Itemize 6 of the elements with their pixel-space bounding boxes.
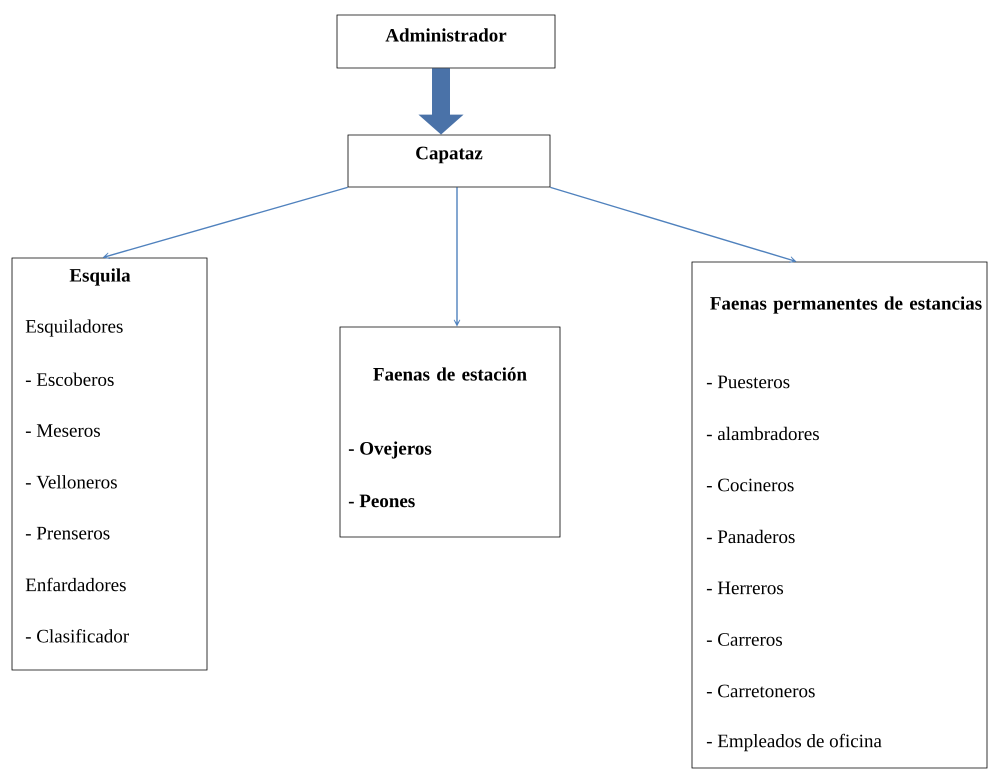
list-box: Faenas de estación - Ovejeros - Peones bbox=[340, 326, 560, 538]
title-box: Administrador bbox=[336, 14, 556, 68]
list-box: Faenas permanentes de estancias - Puesteros - alambradores - Cocineros - Panaderos - Herreros - Carreros - Carretoneros - Empleados de oficina bbox=[692, 262, 988, 768]
title-box: Capataz bbox=[348, 134, 550, 188]
arrow bbox=[102, 186, 348, 259]
list-box: Esquila Esquiladores - Escoberos - Meseros - Velloneros - Prenseros Enfardadores - Clasificador bbox=[12, 258, 208, 670]
